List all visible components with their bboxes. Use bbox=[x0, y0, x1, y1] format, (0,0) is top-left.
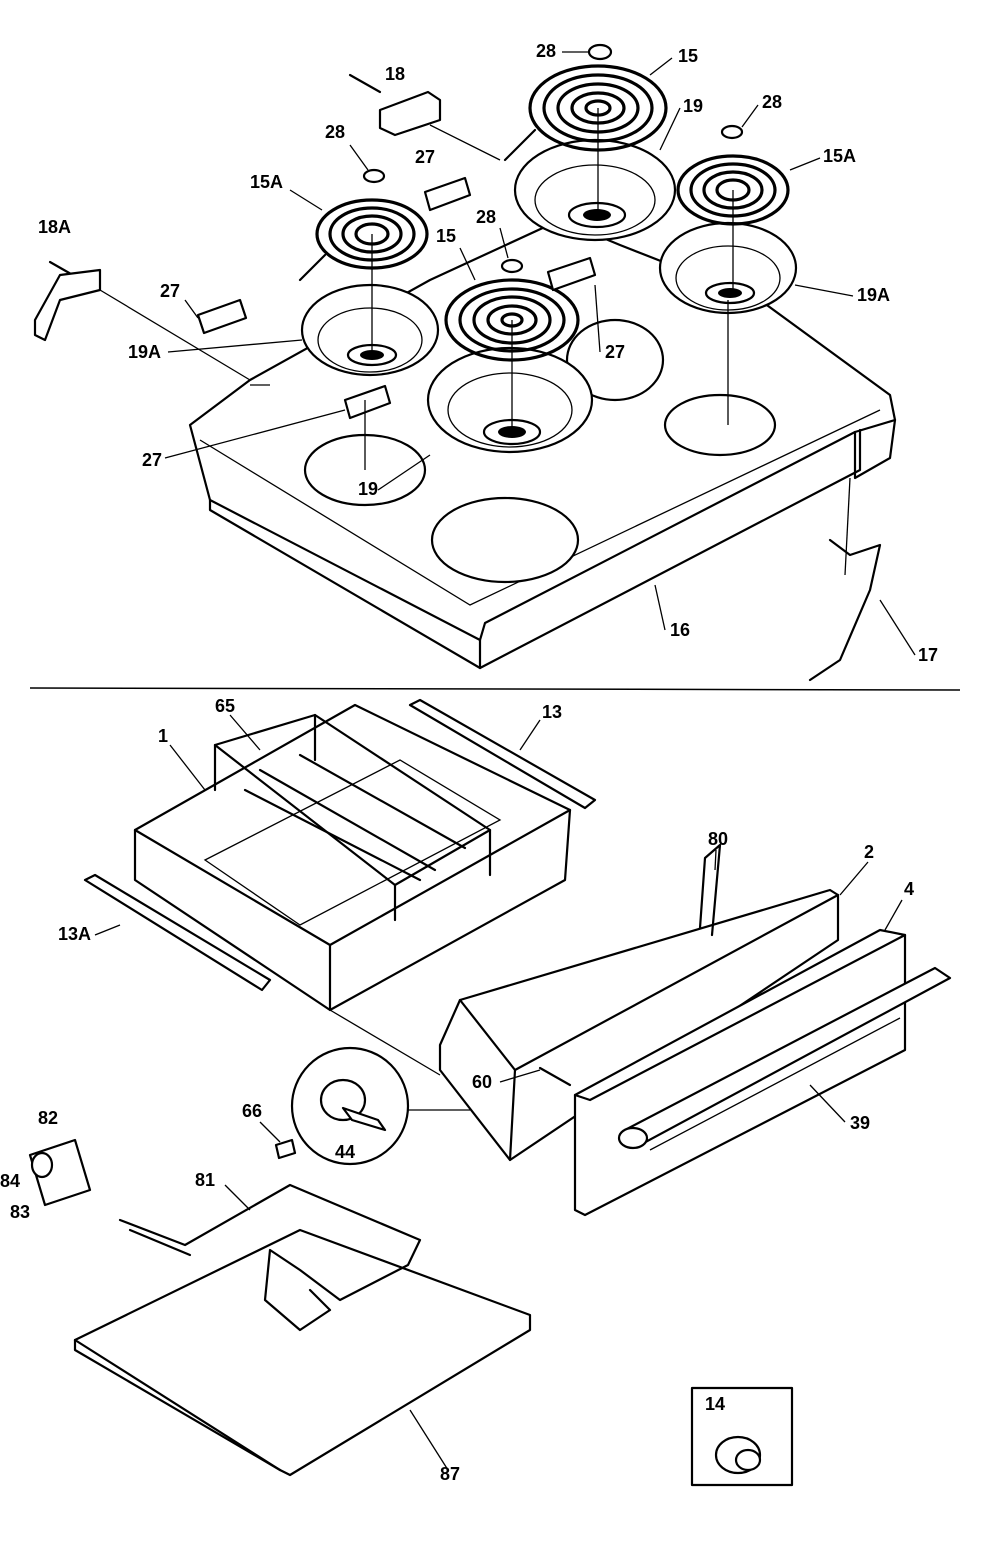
handle-39 bbox=[617, 966, 952, 1151]
label-82: 82 bbox=[38, 1108, 58, 1128]
label-18: 18 bbox=[385, 64, 405, 84]
leader-lines-top bbox=[99, 124, 851, 576]
section-divider bbox=[29, 687, 961, 691]
label-2: 2 bbox=[864, 842, 874, 862]
bracket-18 bbox=[348, 73, 442, 137]
receptacle-a bbox=[423, 176, 472, 212]
trim-cap-top bbox=[587, 43, 613, 61]
drip-bowl-19-top bbox=[513, 138, 677, 242]
label-65: 65 bbox=[215, 696, 235, 716]
surface-element-15A-left bbox=[298, 198, 429, 350]
label-19A-left: 19A bbox=[128, 342, 161, 362]
label-4: 4 bbox=[904, 879, 914, 899]
surface-element-15A-right bbox=[676, 154, 790, 290]
label-39: 39 bbox=[850, 1113, 870, 1133]
bottom-panel-87 bbox=[73, 1228, 532, 1477]
trim-cap-mid bbox=[500, 258, 524, 274]
receptacles-27 bbox=[196, 176, 597, 420]
knob-14-box bbox=[690, 1386, 794, 1487]
label-80: 80 bbox=[708, 829, 728, 849]
label-1: 1 bbox=[158, 726, 168, 746]
label-44: 44 bbox=[335, 1142, 355, 1162]
label-66: 66 bbox=[242, 1101, 262, 1121]
receptacle-c bbox=[546, 256, 597, 292]
burner-hole-right bbox=[663, 393, 777, 457]
label-13A: 13A bbox=[58, 924, 91, 944]
burner-hole-rear-center bbox=[565, 318, 665, 402]
rod-17 bbox=[808, 538, 882, 682]
bracket-18A bbox=[33, 260, 102, 342]
label-13: 13 bbox=[542, 702, 562, 722]
label-83: 83 bbox=[10, 1202, 30, 1222]
callout-labels: 15 28 18 28 19 28 27 15A 15A 28 18A 15 2… bbox=[0, 41, 938, 1484]
label-27-d: 27 bbox=[142, 450, 162, 470]
label-28-right: 28 bbox=[762, 92, 782, 112]
label-81: 81 bbox=[195, 1170, 215, 1190]
label-19-front: 19 bbox=[358, 479, 378, 499]
label-15-front: 15 bbox=[436, 226, 456, 246]
label-17: 17 bbox=[918, 645, 938, 665]
label-28-left: 28 bbox=[325, 122, 345, 142]
cooktop-front-edge bbox=[208, 498, 482, 670]
label-15-top: 15 bbox=[678, 46, 698, 66]
knob-44-detail bbox=[290, 1046, 470, 1166]
slide-13 bbox=[408, 698, 597, 810]
terminal-block-82 bbox=[28, 1138, 92, 1207]
label-16: 16 bbox=[670, 620, 690, 640]
label-19-top: 19 bbox=[683, 96, 703, 116]
broiler-rack-65 bbox=[213, 713, 492, 922]
burner-hole-front-center bbox=[430, 496, 580, 584]
label-15A-right: 15A bbox=[823, 146, 856, 166]
drip-bowl-19A-left bbox=[300, 283, 440, 377]
label-27-c: 27 bbox=[605, 342, 625, 362]
slide-13A bbox=[83, 873, 272, 992]
trim-cap-left bbox=[362, 168, 386, 184]
receptacle-b bbox=[196, 298, 248, 335]
label-27-a: 27 bbox=[415, 147, 435, 167]
label-60: 60 bbox=[472, 1072, 492, 1092]
trim-caps-28 bbox=[362, 43, 744, 274]
surface-element-15-front bbox=[444, 278, 580, 430]
trim-cap-right bbox=[720, 124, 744, 140]
fastener-66 bbox=[274, 1138, 297, 1160]
label-84: 84 bbox=[0, 1171, 20, 1191]
label-leaders bbox=[94, 51, 916, 1471]
label-28-top: 28 bbox=[536, 41, 556, 61]
drawer-body-2 bbox=[438, 888, 840, 1162]
bake-element-81 bbox=[118, 1183, 422, 1332]
drip-bowl-19A-right bbox=[658, 221, 798, 315]
receptacle-d bbox=[343, 384, 392, 420]
surface-elements bbox=[298, 64, 790, 430]
label-14: 14 bbox=[705, 1394, 725, 1414]
label-15A-left: 15A bbox=[250, 172, 283, 192]
label-28-mid: 28 bbox=[476, 207, 496, 227]
label-27-b: 27 bbox=[160, 281, 180, 301]
label-87: 87 bbox=[440, 1464, 460, 1484]
label-19A-right: 19A bbox=[857, 285, 890, 305]
label-18A: 18A bbox=[38, 217, 71, 237]
screw-60 bbox=[538, 1066, 572, 1087]
surface-element-15-top bbox=[503, 64, 668, 210]
handle-80 bbox=[698, 843, 722, 937]
drip-bowls bbox=[300, 138, 798, 454]
drip-bowl-19-front bbox=[426, 346, 594, 454]
